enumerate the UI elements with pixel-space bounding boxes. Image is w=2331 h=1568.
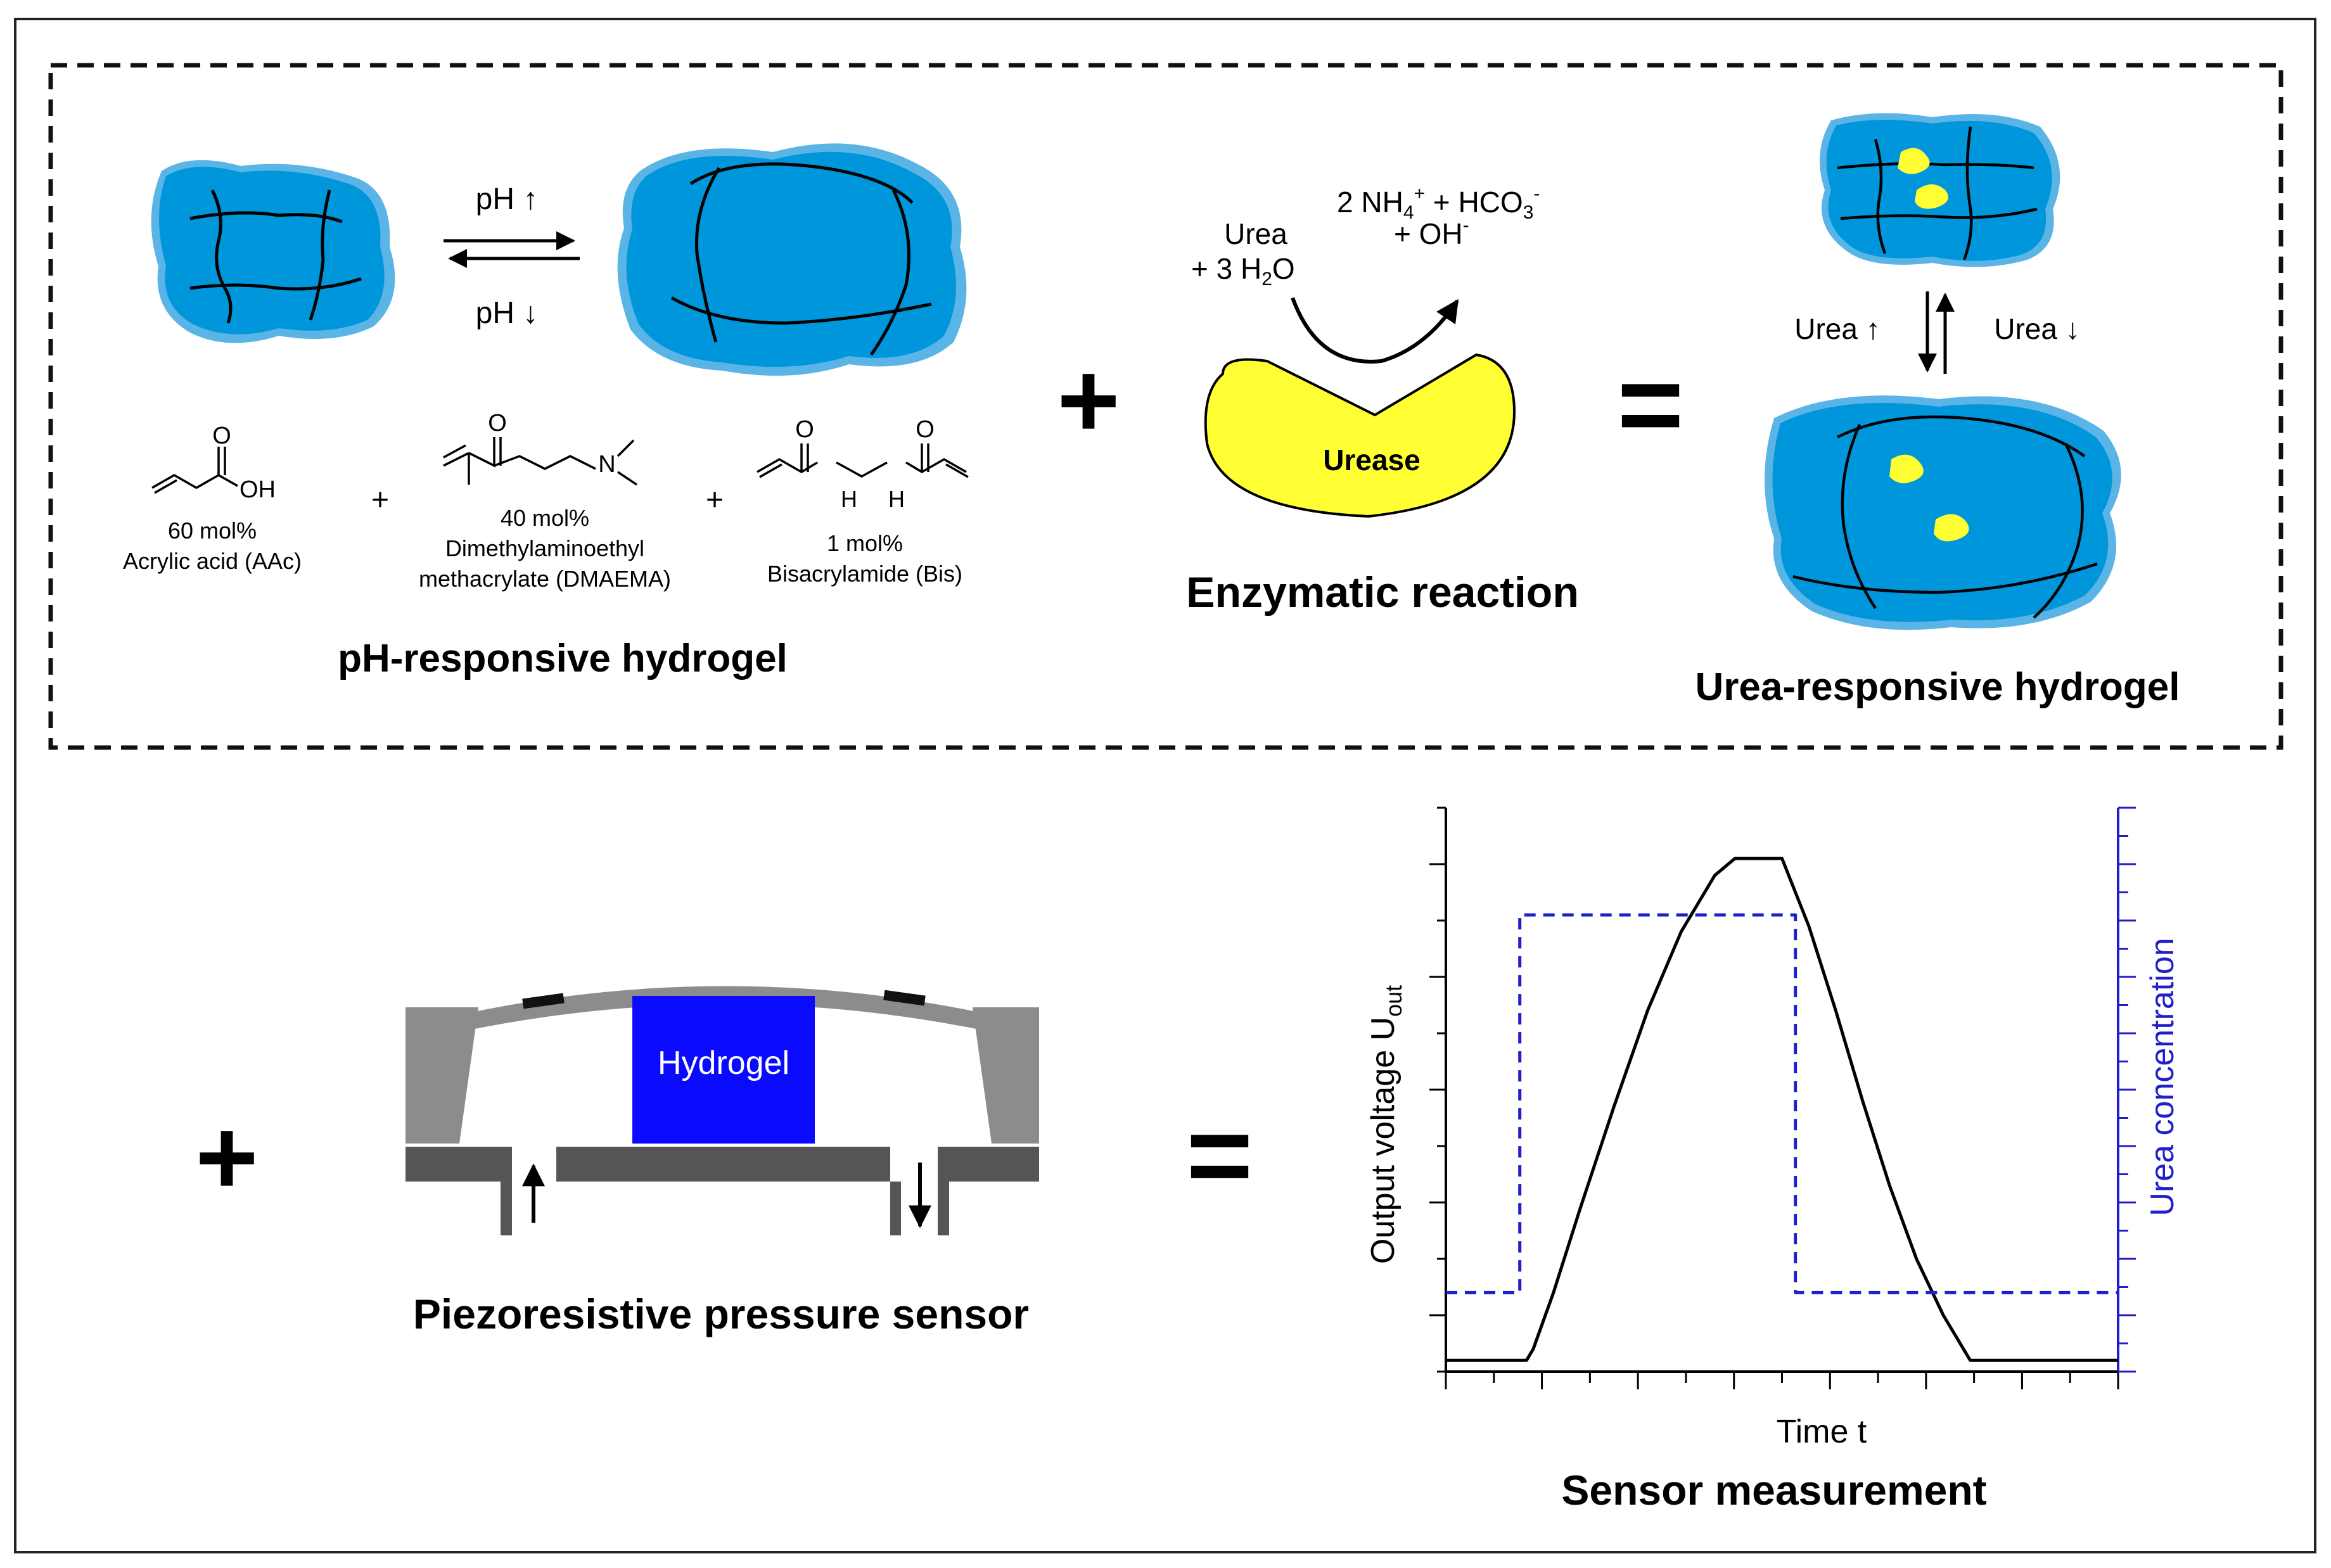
ph-down-label: pH ↓ <box>476 296 539 330</box>
bis-structure <box>757 443 969 478</box>
top-plus-sign: + <box>1057 340 1120 461</box>
outer-frame <box>14 18 2316 1553</box>
bis-o-atom-left: O <box>795 416 814 443</box>
monomer-plus-1: + <box>371 483 389 517</box>
urea-hydrogel-swollen <box>1765 395 2121 630</box>
bis-fraction: 1 mol% <box>827 530 903 556</box>
aac-oh-atom: OH <box>239 476 276 503</box>
top-equals-sign: = <box>1617 341 1683 468</box>
left-axis-label: Output voltage Uout <box>1365 985 1407 1264</box>
bottom-plus-sign: + <box>195 1097 258 1218</box>
urea-down-label: Urea ↓ <box>1994 312 2079 345</box>
product-line-1: 2 NH4+ + HCO3- <box>1337 183 1540 223</box>
pressure-sensor-diagram: Hydrogel <box>406 986 1039 1235</box>
bis-nh-atom-left: H <box>841 486 857 512</box>
measurement-label: Sensor measurement <box>1561 1467 1986 1514</box>
monomer-plus-2: + <box>706 483 724 517</box>
sensor-hydrogel-label: Hydrogel <box>658 1045 789 1081</box>
bis-o-atom-right: O <box>916 416 935 443</box>
shrunken-hydrogel-body <box>159 167 385 335</box>
reactant-water: + 3 H2O <box>1191 252 1295 290</box>
sensor-label: Piezoresistive pressure sensor <box>413 1291 1029 1337</box>
urea-concentration-line <box>1446 913 2118 1294</box>
dmaema-o-atom: O <box>488 410 507 437</box>
chart-axes <box>1429 806 2136 1389</box>
enzymatic-reaction-label: Enzymatic reaction <box>1186 568 1579 616</box>
piezoresistor-left <box>522 993 565 1009</box>
ph-up-label: pH ↑ <box>476 182 539 216</box>
shrunken-hydrogel <box>151 160 395 343</box>
bottom-equals-sign: = <box>1186 1092 1253 1219</box>
sensor-chart: Time t Output voltage Uout Urea concentr… <box>1365 806 2181 1450</box>
urea-up-label: Urea ↑ <box>1794 312 1880 345</box>
urease-label: Urease <box>1323 443 1420 476</box>
shrunken-hydrogel-network <box>189 189 362 324</box>
aac-fraction: 60 mol% <box>168 518 257 544</box>
reactant-urea: Urea <box>1224 217 1287 250</box>
urea-hydrogel-shrunken <box>1820 113 2060 267</box>
sensor-base-plate <box>406 1147 512 1235</box>
aac-structure <box>151 447 238 494</box>
sensor-housing <box>406 1007 478 1144</box>
dmaema-fraction: 40 mol% <box>501 505 589 531</box>
reaction-arrow <box>1291 296 1459 364</box>
swollen-hydrogel <box>617 143 967 376</box>
urea-equilibrium-arrows: Urea ↑ Urea ↓ <box>1794 291 2080 374</box>
piezoresistor-right <box>883 990 926 1006</box>
output-voltage-line <box>1446 857 2118 1362</box>
bis-nh-atom-right: H <box>888 486 905 512</box>
sensor-membrane <box>456 986 995 1033</box>
dmaema-name-1: Dimethylaminoethyl <box>445 535 644 561</box>
bis-name: Bisacrylamide (Bis) <box>767 561 962 587</box>
right-axis-label: Urea concentration <box>2144 938 2181 1216</box>
ph-equilibrium-arrows: pH ↑ pH ↓ <box>444 182 580 330</box>
aac-o-atom: O <box>212 423 231 449</box>
sensor-hydrogel-block <box>632 996 815 1144</box>
aac-name: Acrylic acid (AAc) <box>123 548 302 574</box>
x-axis-label: Time t <box>1777 1413 1867 1450</box>
ph-hydrogel-label: pH-responsive hydrogel <box>338 637 788 680</box>
dmaema-n-atom: N <box>598 451 615 478</box>
dmaema-structure <box>443 437 637 486</box>
urease-enzyme: Urease <box>1204 353 1516 518</box>
urea-hydrogel-label: Urea-responsive hydrogel <box>1696 665 2180 709</box>
top-panel-frame <box>48 63 2283 750</box>
chart-series-layer <box>1446 857 2118 1362</box>
product-line-2: + OH- <box>1394 215 1469 250</box>
dmaema-name-2: methacrylate (DMAEMA) <box>419 566 671 592</box>
